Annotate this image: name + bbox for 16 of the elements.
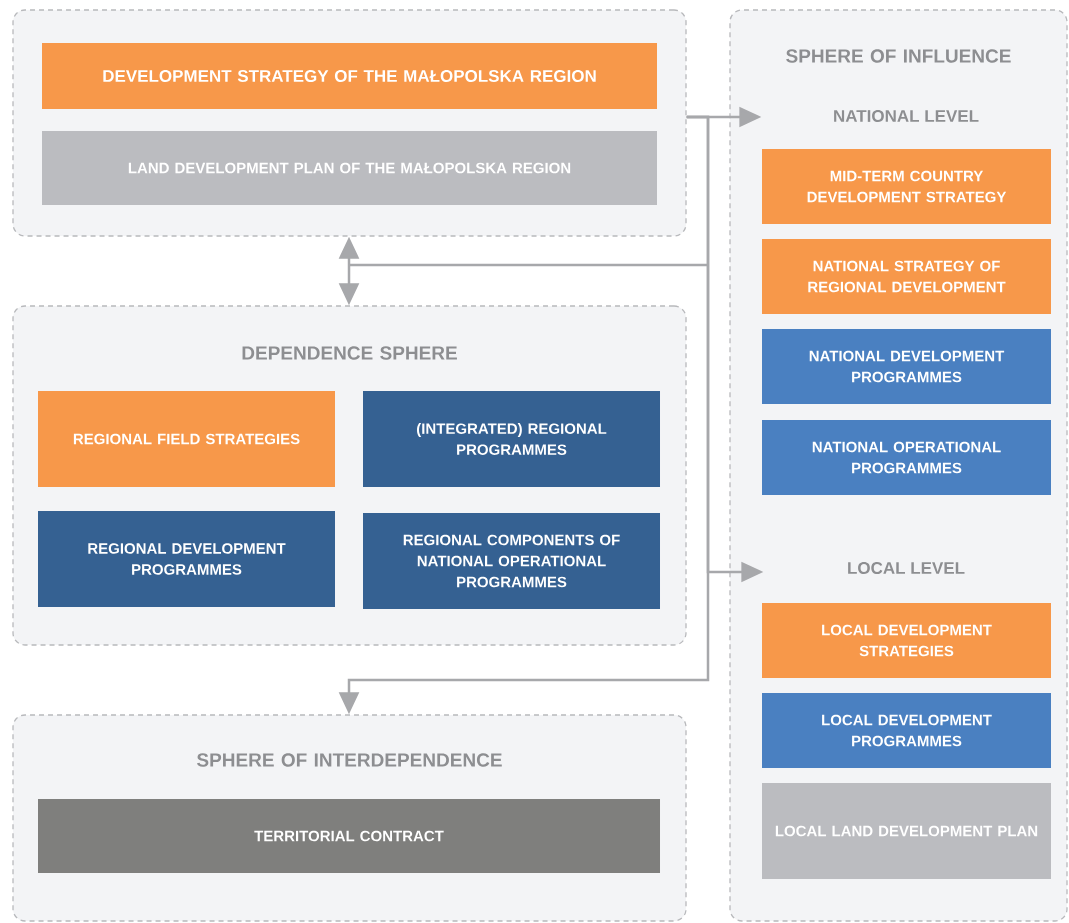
strategy-box: DEVELOPMENT STRATEGY OF THE MAŁOPOLSKA REGION <box>42 43 657 109</box>
strategy-box: REGIONAL FIELD STRATEGIES <box>38 391 335 487</box>
strategy-box: NATIONAL OPERATIONAL PROGRAMMES <box>762 420 1051 495</box>
strategy-box: REGIONAL COMPONENTS OF NATIONAL OPERATIONAL PROGRAMMES <box>363 513 660 609</box>
strategy-box: LOCAL DEVELOPMENT STRATEGIES <box>762 603 1051 678</box>
strategy-box: LOCAL DEVELOPMENT PROGRAMMES <box>762 693 1051 768</box>
strategy-box: NATIONAL DEVELOPMENT PROGRAMMES <box>762 329 1051 404</box>
strategy-box: NATIONAL STRATEGY OF REGIONAL DEVELOPMENT <box>762 239 1051 314</box>
strategy-box: LAND DEVELOPMENT PLAN OF THE MAŁOPOLSKA REGION <box>42 131 657 205</box>
strategy-box: LOCAL LAND DEVELOPMENT PLAN <box>762 783 1051 879</box>
level-heading: LOCAL LEVEL <box>848 562 965 574</box>
level-heading: NATIONAL LEVEL <box>834 110 979 122</box>
strategy-box: (INTEGRATED) REGIONAL PROGRAMMES <box>363 391 660 487</box>
strategy-box: TERRITORIAL CONTRACT <box>38 799 660 873</box>
strategy-box: REGIONAL DEVELOPMENT PROGRAMMES <box>38 511 335 607</box>
strategy-box: MID-TERM COUNTRY DEVELOPMENT STRATEGY <box>762 149 1051 224</box>
